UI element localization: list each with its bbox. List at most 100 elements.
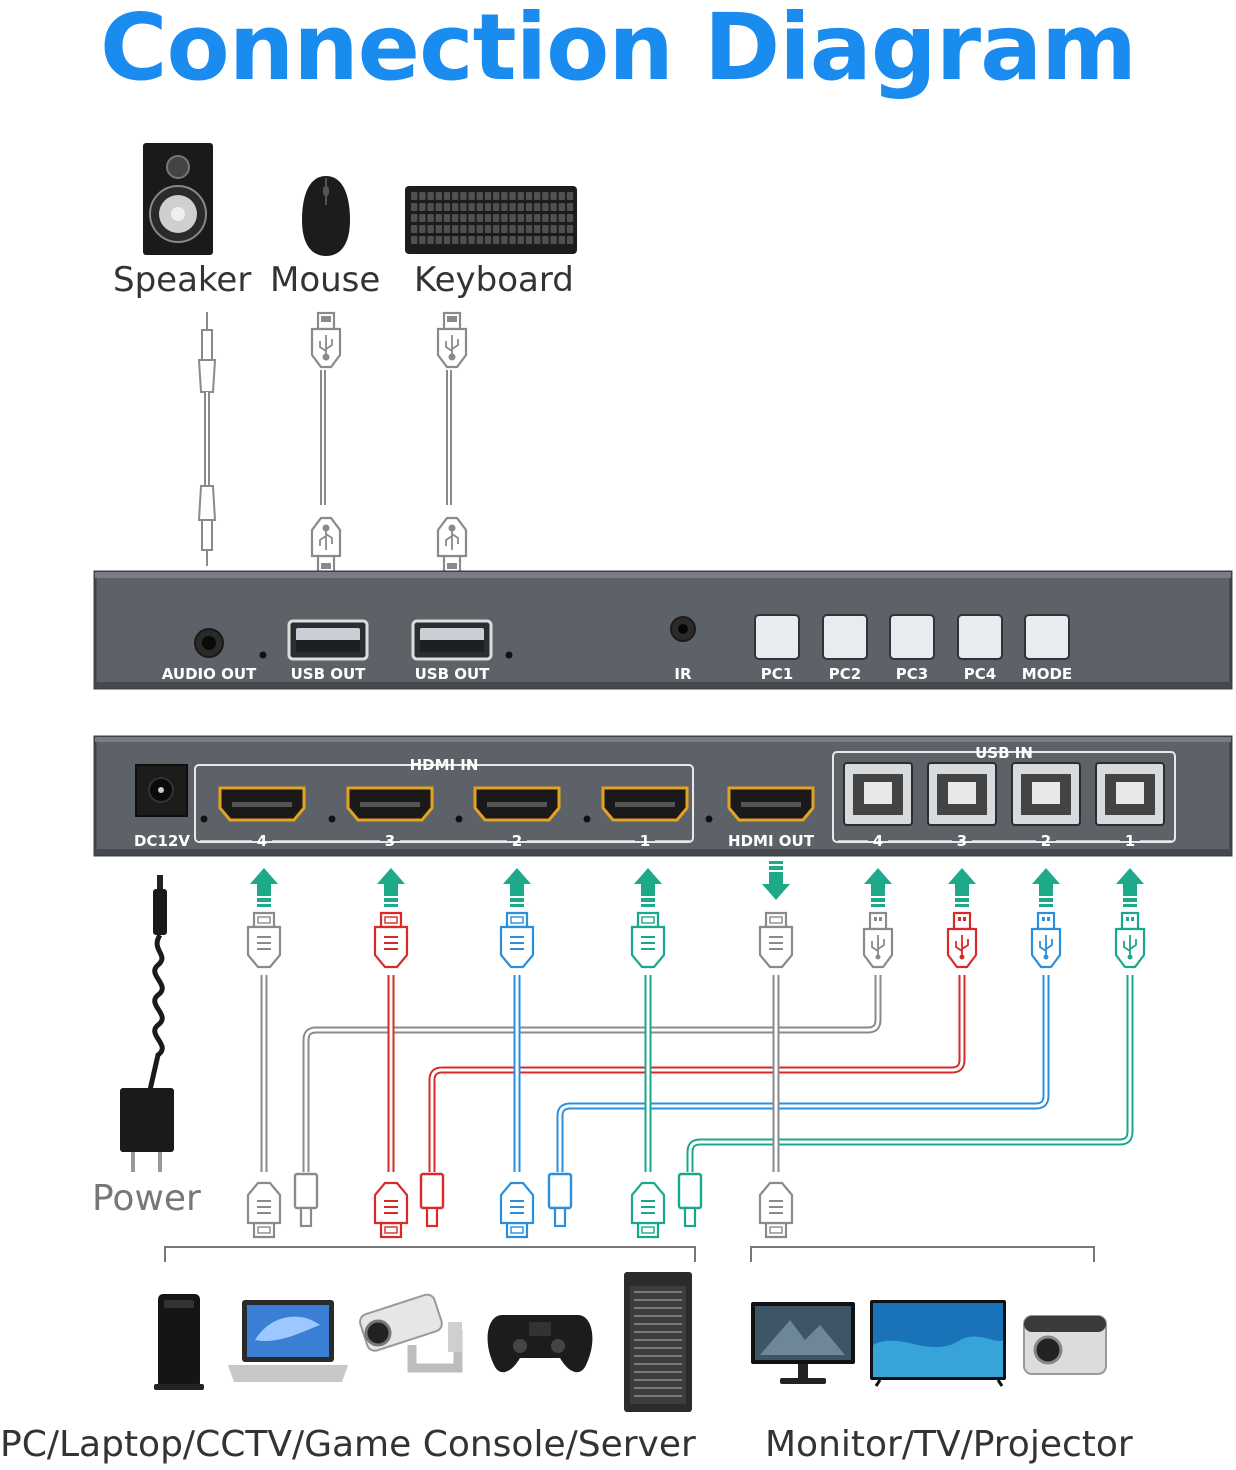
hdmi-plug	[246, 911, 282, 969]
hdmi-plug	[630, 1181, 666, 1239]
hdmi-in-number: 2	[512, 832, 522, 850]
up-arrow	[1116, 868, 1144, 907]
keyboard-usb-cable	[436, 311, 468, 574]
speaker-icon	[143, 143, 213, 255]
sources-label: PC/Laptop/CCTV/Game Console/Server	[0, 1424, 696, 1465]
source-cable-set-4	[246, 868, 894, 1239]
button-label-pc4: PC4	[964, 665, 996, 683]
front-port-label: IR	[674, 665, 692, 683]
tv-icon	[870, 1300, 1006, 1387]
pc-tower-icon	[154, 1294, 204, 1390]
audio-out-jack[interactable]	[194, 628, 224, 658]
up-arrow	[250, 868, 278, 907]
button-pc1[interactable]	[754, 614, 800, 660]
laptop-icon	[228, 1300, 348, 1382]
hdmi-in-port-3[interactable]	[346, 786, 434, 822]
hdmi-out-label: HDMI OUT	[728, 832, 815, 850]
button-pc4[interactable]	[957, 614, 1003, 660]
projector-icon	[1023, 1315, 1107, 1375]
usb-b-plug	[293, 1172, 319, 1228]
hdmi-in-number: 4	[257, 832, 267, 850]
bottom-cables	[246, 861, 1146, 1239]
front-port-label: AUDIO OUT	[162, 665, 257, 683]
usb-in-port-3[interactable]	[927, 762, 997, 826]
keyboard-label: Keyboard	[414, 260, 574, 300]
hdmi-out-port[interactable]	[727, 786, 815, 822]
button-label-pc2: PC2	[829, 665, 861, 683]
page-title: Connection Diagram	[99, 0, 1137, 101]
mouse-label: Mouse	[270, 260, 381, 300]
front-port-label: USB OUT	[415, 665, 491, 683]
dc12v-power-jack[interactable]	[135, 764, 188, 817]
usb-a-plug	[1030, 911, 1062, 969]
button-mode[interactable]	[1024, 614, 1070, 660]
usb-in-group-frame	[832, 751, 1176, 843]
hdmi-in-number: 1	[640, 832, 650, 850]
hdmi-plug	[499, 911, 535, 969]
hdmi-plug	[758, 911, 794, 969]
usb-out-port-2[interactable]	[411, 619, 493, 661]
usb-b-plug	[677, 1172, 703, 1228]
usb-out-port-1[interactable]	[287, 619, 369, 661]
server-rack-icon	[624, 1272, 692, 1412]
hdmi-in-port-1[interactable]	[601, 786, 689, 822]
up-arrow	[634, 868, 662, 907]
usb-in-number: 4	[873, 832, 883, 850]
dc12v-label: DC12V	[134, 832, 190, 850]
front-buttons	[754, 614, 1070, 660]
power-adapter-icon	[120, 875, 174, 1172]
source-cable-set-3	[373, 868, 978, 1239]
rear-ports	[200, 762, 1165, 826]
source-cable-set-2	[499, 868, 1062, 1239]
hdmi-in-number: 3	[385, 832, 395, 850]
up-arrow	[948, 868, 976, 907]
button-label-mode: MODE	[1022, 665, 1072, 683]
usb-in-number: 1	[1125, 832, 1135, 850]
hdmi-in-port-2[interactable]	[473, 786, 561, 822]
usb-in-port-4[interactable]	[843, 762, 913, 826]
hdmi-plug	[373, 1181, 409, 1239]
usb-b-plug	[419, 1172, 445, 1228]
up-arrow	[864, 868, 892, 907]
usb-b-plug	[547, 1172, 573, 1228]
hdmi-plug	[630, 911, 666, 969]
usb-a-plug	[946, 911, 978, 969]
mouse-usb-cable	[310, 311, 342, 574]
button-pc3[interactable]	[889, 614, 935, 660]
usb-in-number: 2	[1041, 832, 1051, 850]
usb-a-plug	[862, 911, 894, 969]
button-label-pc1: PC1	[761, 665, 793, 683]
usb-in-port-2[interactable]	[1011, 762, 1081, 826]
up-arrow	[503, 868, 531, 907]
mouse-icon	[302, 176, 350, 256]
hdmi-plug	[246, 1181, 282, 1239]
keyboard-icon	[405, 186, 577, 254]
game-controller-icon	[487, 1315, 593, 1373]
front-labels: PC1 PC2 PC3 PC4 MODE AUDIO OUT USB OUT USB OUT I…	[162, 665, 1072, 683]
displays-bracket	[750, 1246, 1095, 1262]
hdmi-plug	[373, 911, 409, 969]
rear-labels: DC12V HDMI IN 4 3 2 1 HDMI OUT USB IN 4 3 2 1	[134, 744, 1172, 850]
usb-a-plug	[1114, 911, 1146, 969]
ir-sensor	[670, 616, 696, 642]
power-label: Power	[92, 1178, 201, 1219]
cctv-camera-icon	[359, 1293, 463, 1373]
hdmi-plug	[499, 1181, 535, 1239]
button-label-pc3: PC3	[896, 665, 928, 683]
up-arrow	[377, 868, 405, 907]
display-cable	[758, 861, 794, 1239]
usb-in-label: USB IN	[975, 744, 1033, 762]
usb-in-port-1[interactable]	[1095, 762, 1165, 826]
displays-label: Monitor/TV/Projector	[765, 1424, 1133, 1465]
button-pc2[interactable]	[822, 614, 868, 660]
front-port-label: USB OUT	[291, 665, 367, 683]
up-arrow	[1032, 868, 1060, 907]
audio-cable	[197, 312, 217, 566]
hdmi-in-group-frame	[194, 764, 694, 843]
hdmi-in-label: HDMI IN	[410, 756, 479, 774]
source-cable-set-1	[630, 868, 1146, 1239]
sources-bracket	[164, 1246, 696, 1262]
usb-in-number: 3	[957, 832, 967, 850]
hdmi-in-port-4[interactable]	[218, 786, 306, 822]
